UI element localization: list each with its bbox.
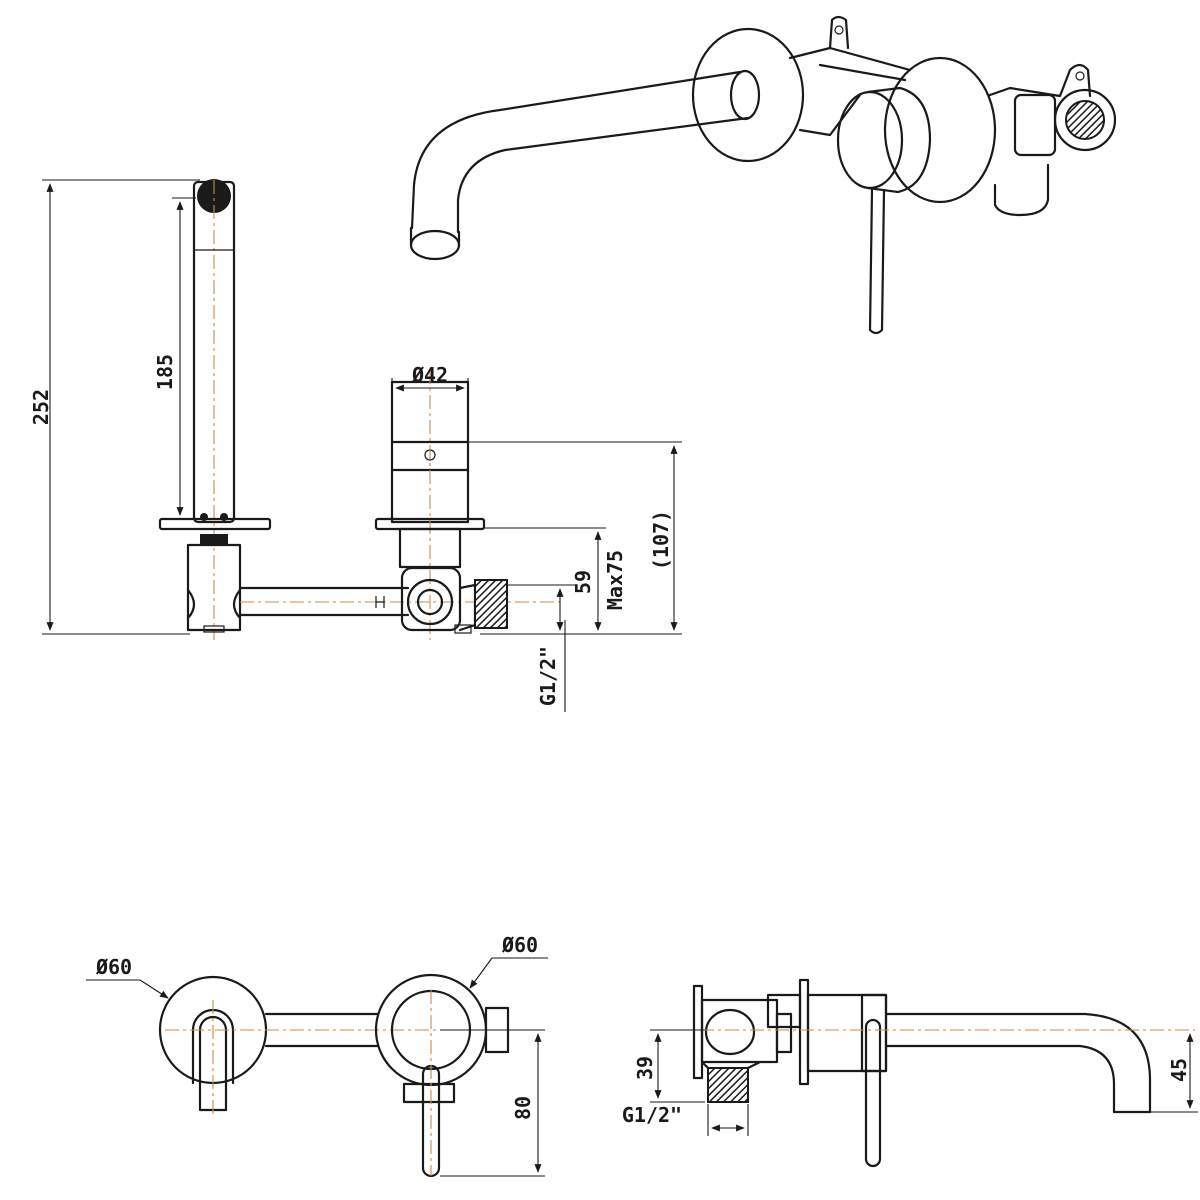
- iso-body: [788, 15, 912, 137]
- dim-total-height: 252: [29, 179, 200, 635]
- dim-rosette-right: Ø60: [469, 933, 548, 989]
- label-thread-side: G1/2": [536, 646, 560, 706]
- label-thread-bottom: G1/2": [622, 1103, 682, 1127]
- dim-inlet-offset: 39: [633, 1029, 705, 1103]
- label-inlet-offset: 39: [633, 1056, 657, 1080]
- dim-handle-diameter: Ø42: [391, 363, 469, 396]
- plan-view: 39 G1/2" 45: [622, 978, 1198, 1168]
- iso-valve-body: [988, 63, 1117, 217]
- dim-max-depth: Max75: [484, 527, 627, 631]
- label-rosette-right: Ø60: [501, 933, 538, 957]
- side-handle: [390, 370, 470, 640]
- side-spout: [192, 179, 236, 640]
- side-spout-body: [186, 534, 242, 633]
- label-rosette-left: Ø60: [95, 955, 132, 979]
- label-spout-drop: 45: [1167, 1058, 1191, 1082]
- plan-valve: [692, 984, 793, 1103]
- label-pipe-center: 59: [571, 570, 595, 594]
- dim-pipe-center: 59: [508, 570, 595, 631]
- iso-handle: [836, 86, 932, 335]
- dim-thread-side: G1/2": [536, 620, 566, 712]
- iso-handle-plate: [883, 56, 997, 204]
- plan-handle-plate: [798, 978, 810, 1086]
- dim-spout-height: 185: [153, 197, 196, 516]
- side-elevation: 252 185 Ø42 (107) Max75: [29, 179, 682, 712]
- side-pipe: [238, 586, 560, 617]
- iso-inlet-thread: [1065, 100, 1105, 140]
- iso-spout-plate: [691, 27, 805, 163]
- side-valve: [400, 566, 508, 634]
- dim-body-offset: (107): [440, 441, 682, 635]
- front-spout-rosette: [158, 975, 268, 1118]
- side-thread: [474, 579, 508, 629]
- isometric-view: [409, 15, 1117, 335]
- dim-rosette-left: Ø60: [86, 955, 169, 999]
- label-handle-diameter: Ø42: [411, 363, 448, 387]
- iso-spout: [409, 69, 761, 261]
- dim-thread-bottom: G1/2": [622, 1103, 749, 1136]
- dim-lever-length: 80: [440, 1029, 545, 1177]
- side-spout-tip: [197, 179, 231, 213]
- dim-spout-drop: 45: [1150, 1033, 1198, 1113]
- front-view: Ø60 Ø60 80: [86, 933, 548, 1178]
- plan-thread: [707, 1067, 749, 1103]
- plan-spout: [650, 1012, 1195, 1114]
- label-max-depth: Max75: [603, 550, 627, 610]
- side-spout-flange: [158, 517, 272, 531]
- label-spout-height: 185: [153, 354, 177, 390]
- label-body-offset: (107): [649, 510, 673, 570]
- label-lever-length: 80: [511, 1096, 535, 1120]
- front-handle-rosette: [374, 973, 510, 1178]
- label-total-height: 252: [29, 389, 53, 425]
